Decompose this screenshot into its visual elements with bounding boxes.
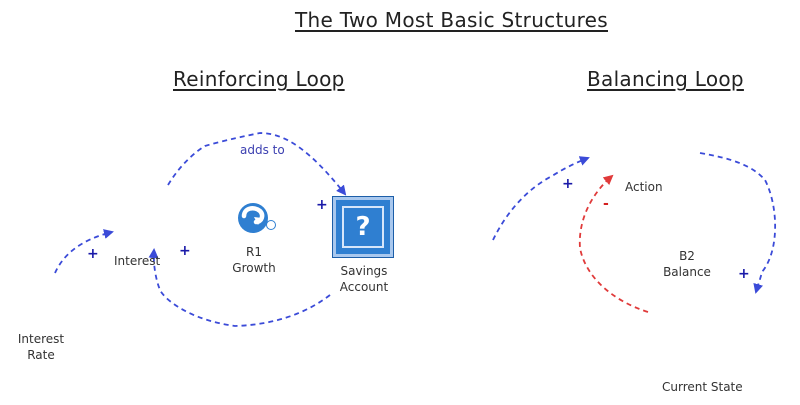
reinforcing-loop-label: R1 Growth <box>232 245 276 275</box>
savings-account-stock[interactable]: ? <box>332 196 394 258</box>
reinforcing-heading: Reinforcing Loop <box>173 67 345 91</box>
polarity-minus: - <box>603 196 609 212</box>
polarity-plus-savings: + <box>316 197 328 213</box>
polarity-plus-right: + <box>738 266 750 282</box>
question-mark-icon: ? <box>342 206 384 248</box>
balancing-heading: Balancing Loop <box>587 67 744 91</box>
polarity-plus-rate: + <box>87 246 99 262</box>
adds-to-label: adds to <box>240 143 285 157</box>
interest-rate-label: Interest Rate <box>17 332 65 362</box>
action-label: Action <box>625 180 663 194</box>
link-balancing-red <box>578 174 649 313</box>
savings-account-label: Savings Account <box>339 264 389 294</box>
interest-label: Interest <box>114 254 161 268</box>
link-rate-to-interest <box>54 229 114 274</box>
polarity-plus-left: + <box>562 176 574 192</box>
balancing-loop-label: B2 Balance <box>663 249 711 279</box>
reinforcing-loop-icon <box>238 203 276 233</box>
page-title: The Two Most Basic Structures <box>295 8 608 32</box>
link-savings-to-interest <box>148 248 331 327</box>
link-balancing-left <box>492 156 590 241</box>
link-interest-to-savings <box>167 132 347 196</box>
polarity-plus-interest: + <box>179 243 191 259</box>
current-state-label: Current State <box>662 380 743 394</box>
